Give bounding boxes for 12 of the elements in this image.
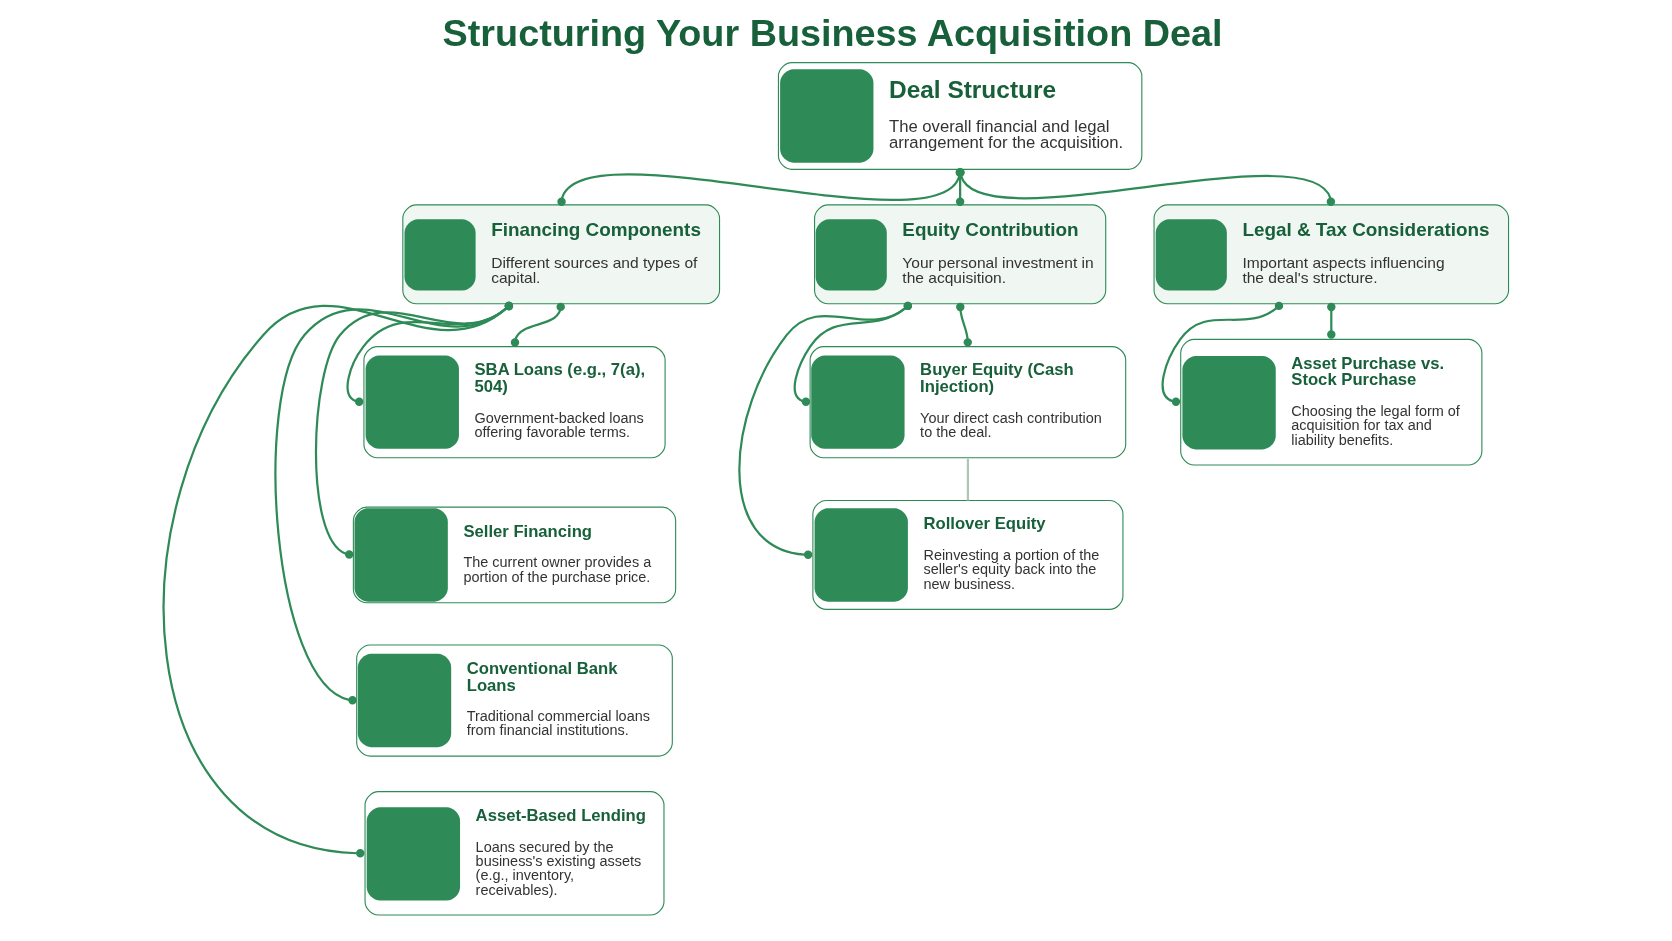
connector: [314, 301, 514, 559]
connector: [162, 301, 514, 858]
connector: [956, 302, 972, 347]
connector: [1327, 302, 1336, 339]
connector: [1161, 301, 1284, 406]
diagram-title: Structuring Your Business Acquisition Deal: [442, 12, 1223, 55]
connector: [966, 458, 969, 501]
connector: [510, 302, 565, 347]
connector: [793, 301, 913, 406]
connector: [346, 301, 514, 406]
connector: [274, 301, 514, 705]
connector: [738, 301, 913, 560]
